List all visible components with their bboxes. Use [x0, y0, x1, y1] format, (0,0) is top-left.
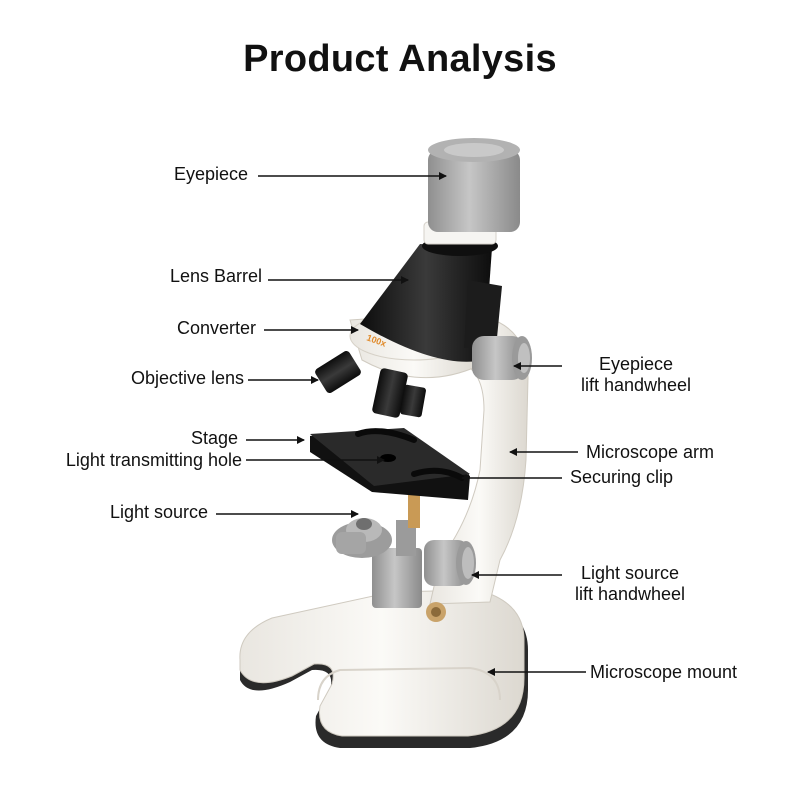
label-eyepiece-lift-handwheel: Eyepiece lift handwheel	[566, 354, 706, 396]
label-lens-barrel: Lens Barrel	[169, 266, 262, 286]
label-stage: Stage	[190, 428, 238, 448]
label-light-source-lift-handwheel: Light source lift handwheel	[560, 563, 700, 605]
label-light-source-lift-handwheel-line2: lift handwheel	[574, 584, 686, 604]
label-microscope-arm: Microscope arm	[586, 442, 715, 462]
light-source-assembly	[332, 518, 446, 622]
light-transmitting-hole	[380, 454, 396, 462]
callout-lines	[216, 172, 586, 676]
objective-lenses	[315, 351, 426, 418]
label-objective-lens: Objective lens	[130, 368, 244, 388]
stage	[310, 428, 470, 500]
page-title: Product Analysis	[243, 38, 557, 80]
label-light-source: Light source	[109, 502, 208, 522]
eyepiece-lift-handwheel	[472, 336, 532, 380]
label-securing-clip: Securing clip	[570, 467, 674, 487]
label-eyepiece-lift-handwheel-line1: Eyepiece	[598, 354, 674, 374]
microscope-mount	[239, 589, 528, 748]
eyepiece	[423, 138, 520, 245]
label-eyepiece-lift-handwheel-line2: lift handwheel	[580, 375, 692, 395]
label-light-source-lift-handwheel-line1: Light source	[580, 563, 680, 583]
label-eyepiece: Eyepiece	[173, 164, 248, 184]
securing-clip	[411, 467, 465, 481]
label-microscope-mount: Microscope mount	[590, 662, 738, 682]
label-light-transmitting-hole: Light transmitting hole	[65, 450, 242, 470]
label-converter: Converter	[176, 318, 256, 338]
light-source-lift-handwheel	[424, 540, 476, 586]
